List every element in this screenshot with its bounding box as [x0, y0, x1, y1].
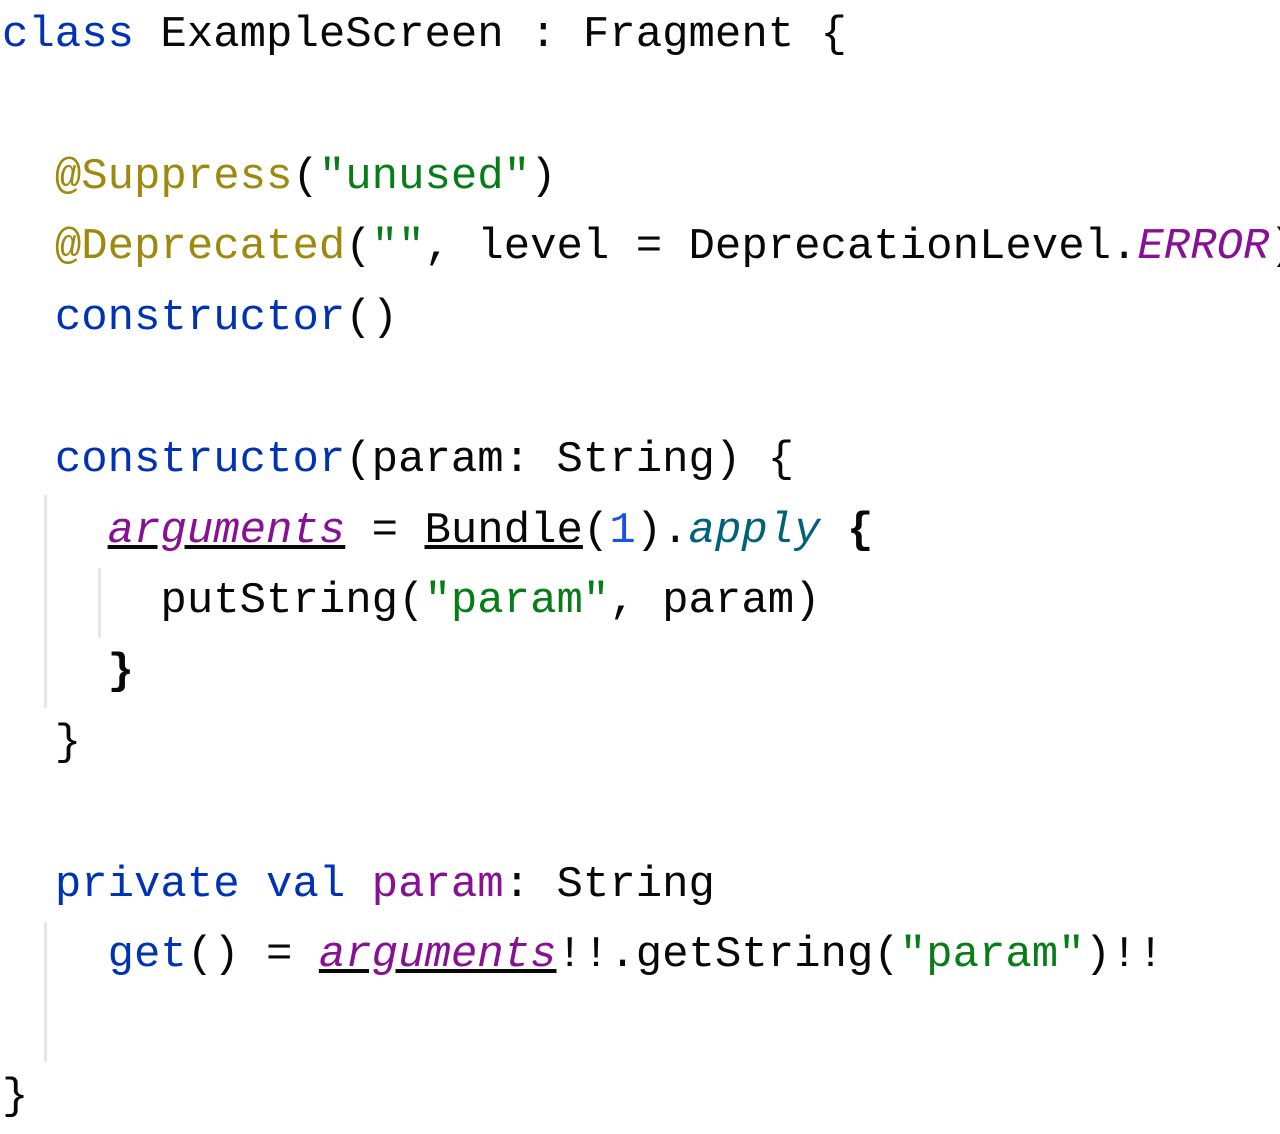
code-token: !!.getString(: [556, 930, 900, 981]
code-token: (: [582, 505, 610, 556]
code-line[interactable]: putString("param", param): [2, 566, 1280, 637]
code-token: , level = DeprecationLevel.: [424, 222, 1138, 273]
code-token: constructor: [54, 293, 346, 344]
code-token: }: [2, 717, 82, 768]
code-token: (: [345, 222, 372, 273]
code-token: : String: [503, 859, 715, 910]
code-line[interactable]: get() = arguments!!.getString("param")!!: [2, 920, 1280, 991]
code-token: (): [345, 293, 399, 344]
code-token: arguments: [318, 930, 557, 981]
code-token: )!!: [1084, 930, 1164, 981]
code-token: ERROR: [1137, 222, 1270, 273]
code-line[interactable]: class ExampleScreen : Fragment {: [2, 0, 1280, 71]
code-token: =: [345, 505, 425, 556]
code-line[interactable]: [2, 354, 1280, 425]
code-token: "unused": [318, 151, 531, 202]
indent-guide: [98, 568, 101, 638]
code-token: ).: [635, 505, 689, 556]
code-token: constructor: [54, 434, 346, 485]
code-token: "param": [424, 576, 610, 627]
code-token: get: [107, 930, 187, 981]
code-line[interactable]: }: [2, 708, 1280, 779]
code-token: param: [371, 859, 504, 910]
code-line[interactable]: @Deprecated("", level = DeprecationLevel…: [2, 212, 1280, 283]
code-token: [821, 506, 847, 556]
code-token: ): [1269, 222, 1280, 272]
code-line[interactable]: }: [2, 637, 1280, 708]
code-token: (: [292, 151, 319, 202]
code-line[interactable]: [2, 779, 1280, 850]
code-token: }: [2, 1071, 29, 1122]
code-token: "param": [899, 930, 1085, 981]
code-token: [2, 152, 55, 202]
code-token: (param: String) {: [345, 434, 795, 485]
code-token: apply: [688, 505, 821, 556]
code-token: "": [371, 222, 425, 273]
code-line[interactable]: private val param: String: [2, 850, 1280, 921]
code-line[interactable]: constructor(): [2, 283, 1280, 354]
code-token: [2, 930, 108, 980]
code-line[interactable]: constructor(param: String) {: [2, 425, 1280, 496]
indent-guide: [44, 922, 47, 1062]
code-token: [2, 293, 55, 343]
code-token: [2, 506, 108, 556]
code-token: @Deprecated: [54, 222, 346, 273]
code-token: [345, 860, 371, 910]
code-line[interactable]: [2, 71, 1280, 142]
code-token: putString(: [2, 576, 425, 627]
code-token: class: [2, 10, 135, 60]
code-line[interactable]: }: [2, 1062, 1280, 1133]
code-line[interactable]: @Suppress("unused"): [2, 142, 1280, 213]
code-token: Bundle: [424, 505, 583, 556]
code-token: [2, 435, 55, 485]
code-token: private val: [54, 859, 346, 910]
code-line[interactable]: arguments = Bundle(1).apply {: [2, 496, 1280, 567]
code-token: 1: [609, 505, 636, 556]
code-token: arguments: [107, 505, 346, 556]
code-token: ExampleScreen : Fragment {: [134, 10, 847, 60]
code-token: {: [846, 505, 874, 556]
code-token: , param): [609, 576, 821, 627]
code-token: ): [530, 151, 557, 202]
code-token: [2, 860, 55, 910]
code-token: }: [107, 647, 135, 698]
code-token: [2, 647, 108, 697]
code-token: @Suppress: [54, 151, 293, 202]
indent-guide: [44, 495, 47, 708]
code-token: () =: [186, 930, 319, 981]
code-token: [2, 222, 55, 272]
code-line[interactable]: [2, 991, 1280, 1062]
